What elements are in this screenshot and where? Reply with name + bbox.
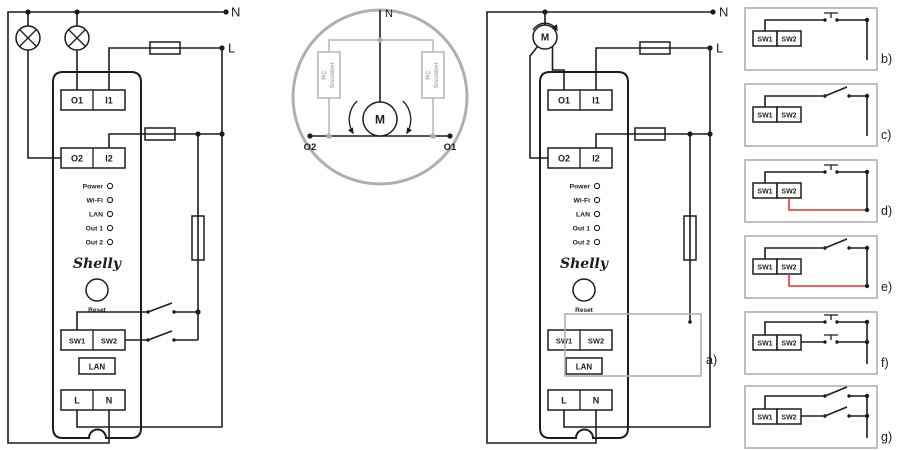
sw1-cell-label: SW1	[757, 189, 772, 196]
momentary-switch	[764, 12, 870, 31]
junction-dots	[25, 9, 229, 315]
sw1-cell-label: SW1	[757, 113, 772, 120]
motor-label: M	[375, 113, 385, 127]
sw2-cell	[776, 30, 802, 47]
variant-d-label: d)	[881, 204, 892, 218]
sw2-cell-label: SW2	[781, 341, 796, 348]
live-label: L	[228, 41, 235, 56]
rotation-arrow	[532, 22, 558, 32]
variant-b-box: SW1 SW2 b)	[744, 7, 892, 71]
sw2-cell-label: SW2	[781, 265, 796, 272]
motor-symbol: M	[362, 101, 398, 137]
red-link-wire	[788, 274, 867, 287]
bus-end-dots	[307, 133, 453, 139]
sw2-cell-label: SW2	[781, 189, 796, 196]
sw-area-highlight-box	[564, 313, 702, 377]
fuse-i2-line	[144, 127, 176, 141]
i2-feed-wiring	[108, 133, 222, 148]
motor-detail-diagram: RC Snubber RC Snubber M N O2 O1	[291, 8, 469, 186]
rotation-arrow-right	[402, 100, 413, 135]
motor-label: M	[541, 33, 549, 44]
rc-snubber-label-line2: Snubber	[433, 61, 440, 88]
red-link-junction	[864, 207, 870, 213]
sw2-cell-label: SW2	[781, 415, 796, 422]
device-left	[52, 71, 142, 439]
toggle-switch	[764, 238, 870, 259]
sw1-cell-label: SW1	[757, 415, 772, 422]
variant-e-label: e)	[881, 280, 892, 294]
rc-snubber-right: RC Snubber	[380, 39, 445, 136]
fuse-live-line	[639, 41, 671, 55]
live-label: L	[716, 41, 723, 56]
variant-border	[744, 83, 878, 147]
variant-c-label: c)	[881, 128, 891, 142]
fuse-switch-riser	[683, 215, 697, 261]
neutral-wiring	[486, 11, 713, 444]
device-right	[539, 71, 629, 439]
variant-border	[744, 159, 878, 223]
rotation-arrow-left	[347, 100, 358, 135]
variant-f-box: SW1 SW2 f)	[744, 311, 889, 375]
variant-e-box: SW1 SW2 e)	[744, 235, 892, 299]
o1-end-label: O1	[444, 142, 457, 153]
neutral-label: N	[231, 5, 240, 20]
rc-snubber-label-line1: RC	[321, 70, 328, 80]
right-wiring-diagram: M a) N L	[486, 5, 728, 444]
junction-dots	[542, 9, 716, 324]
lamp-2	[64, 25, 90, 51]
variant-g-box: SW1 SW2 g)	[744, 385, 892, 449]
variant-d-box: SW1 SW2 d)	[744, 159, 892, 223]
live-wiring	[563, 47, 711, 428]
variant-border	[744, 311, 878, 375]
momentary-switch	[764, 164, 870, 183]
fuse-switch-riser	[191, 215, 205, 261]
variant-b-label: b)	[881, 52, 892, 66]
neutral-wiring	[7, 11, 226, 444]
variant-border	[744, 235, 878, 299]
fuse-live-line	[149, 41, 181, 55]
neutral-label: N	[719, 5, 728, 20]
rc-snubber-left: RC Snubber	[317, 39, 380, 136]
variant-c-box: SW1 SW2 c)	[744, 83, 891, 147]
toggle-switch-sw1	[764, 386, 870, 409]
toggle-switch	[764, 86, 870, 107]
variant-border	[744, 385, 878, 449]
i2-feed-wiring	[595, 133, 710, 148]
neutral-label: N	[385, 8, 393, 20]
variant-g-label: g)	[881, 430, 892, 444]
lamp-wiring	[27, 12, 78, 159]
o2-end-label: O2	[304, 142, 317, 153]
variant-a-label: a)	[706, 353, 717, 367]
live-wiring	[76, 47, 223, 428]
sw1-cell-label: SW1	[757, 341, 772, 348]
momentary-switch-sw2	[801, 334, 870, 345]
momentary-switch-sw1	[764, 314, 870, 335]
sw2-cell-label: SW2	[781, 37, 796, 44]
sw2-cell-label: SW2	[781, 113, 796, 120]
variant-border	[744, 7, 878, 71]
red-link-junction	[864, 283, 870, 289]
sw1-cell-label: SW1	[757, 265, 772, 272]
switch-variants: SW1 SW2 b) SW1 SW2 c)	[744, 7, 892, 449]
lamp-1	[15, 25, 41, 51]
gray-junction-dots	[326, 37, 436, 139]
motor-symbol: M	[532, 22, 558, 50]
switch-sw2	[125, 330, 198, 342]
toggle-switch-sw2	[801, 406, 870, 419]
left-wiring-diagram: N L	[7, 5, 240, 444]
red-link-wire	[788, 198, 867, 211]
sw1-cell-label: SW1	[757, 37, 772, 44]
rc-snubber-label-line2: Snubber	[329, 61, 336, 88]
rc-snubber-label-line1: RC	[425, 70, 432, 80]
variant-f-label: f)	[881, 356, 889, 370]
fuse-i2-line	[634, 127, 666, 141]
sw2-cell	[776, 106, 802, 123]
switch-sw1	[76, 302, 198, 330]
